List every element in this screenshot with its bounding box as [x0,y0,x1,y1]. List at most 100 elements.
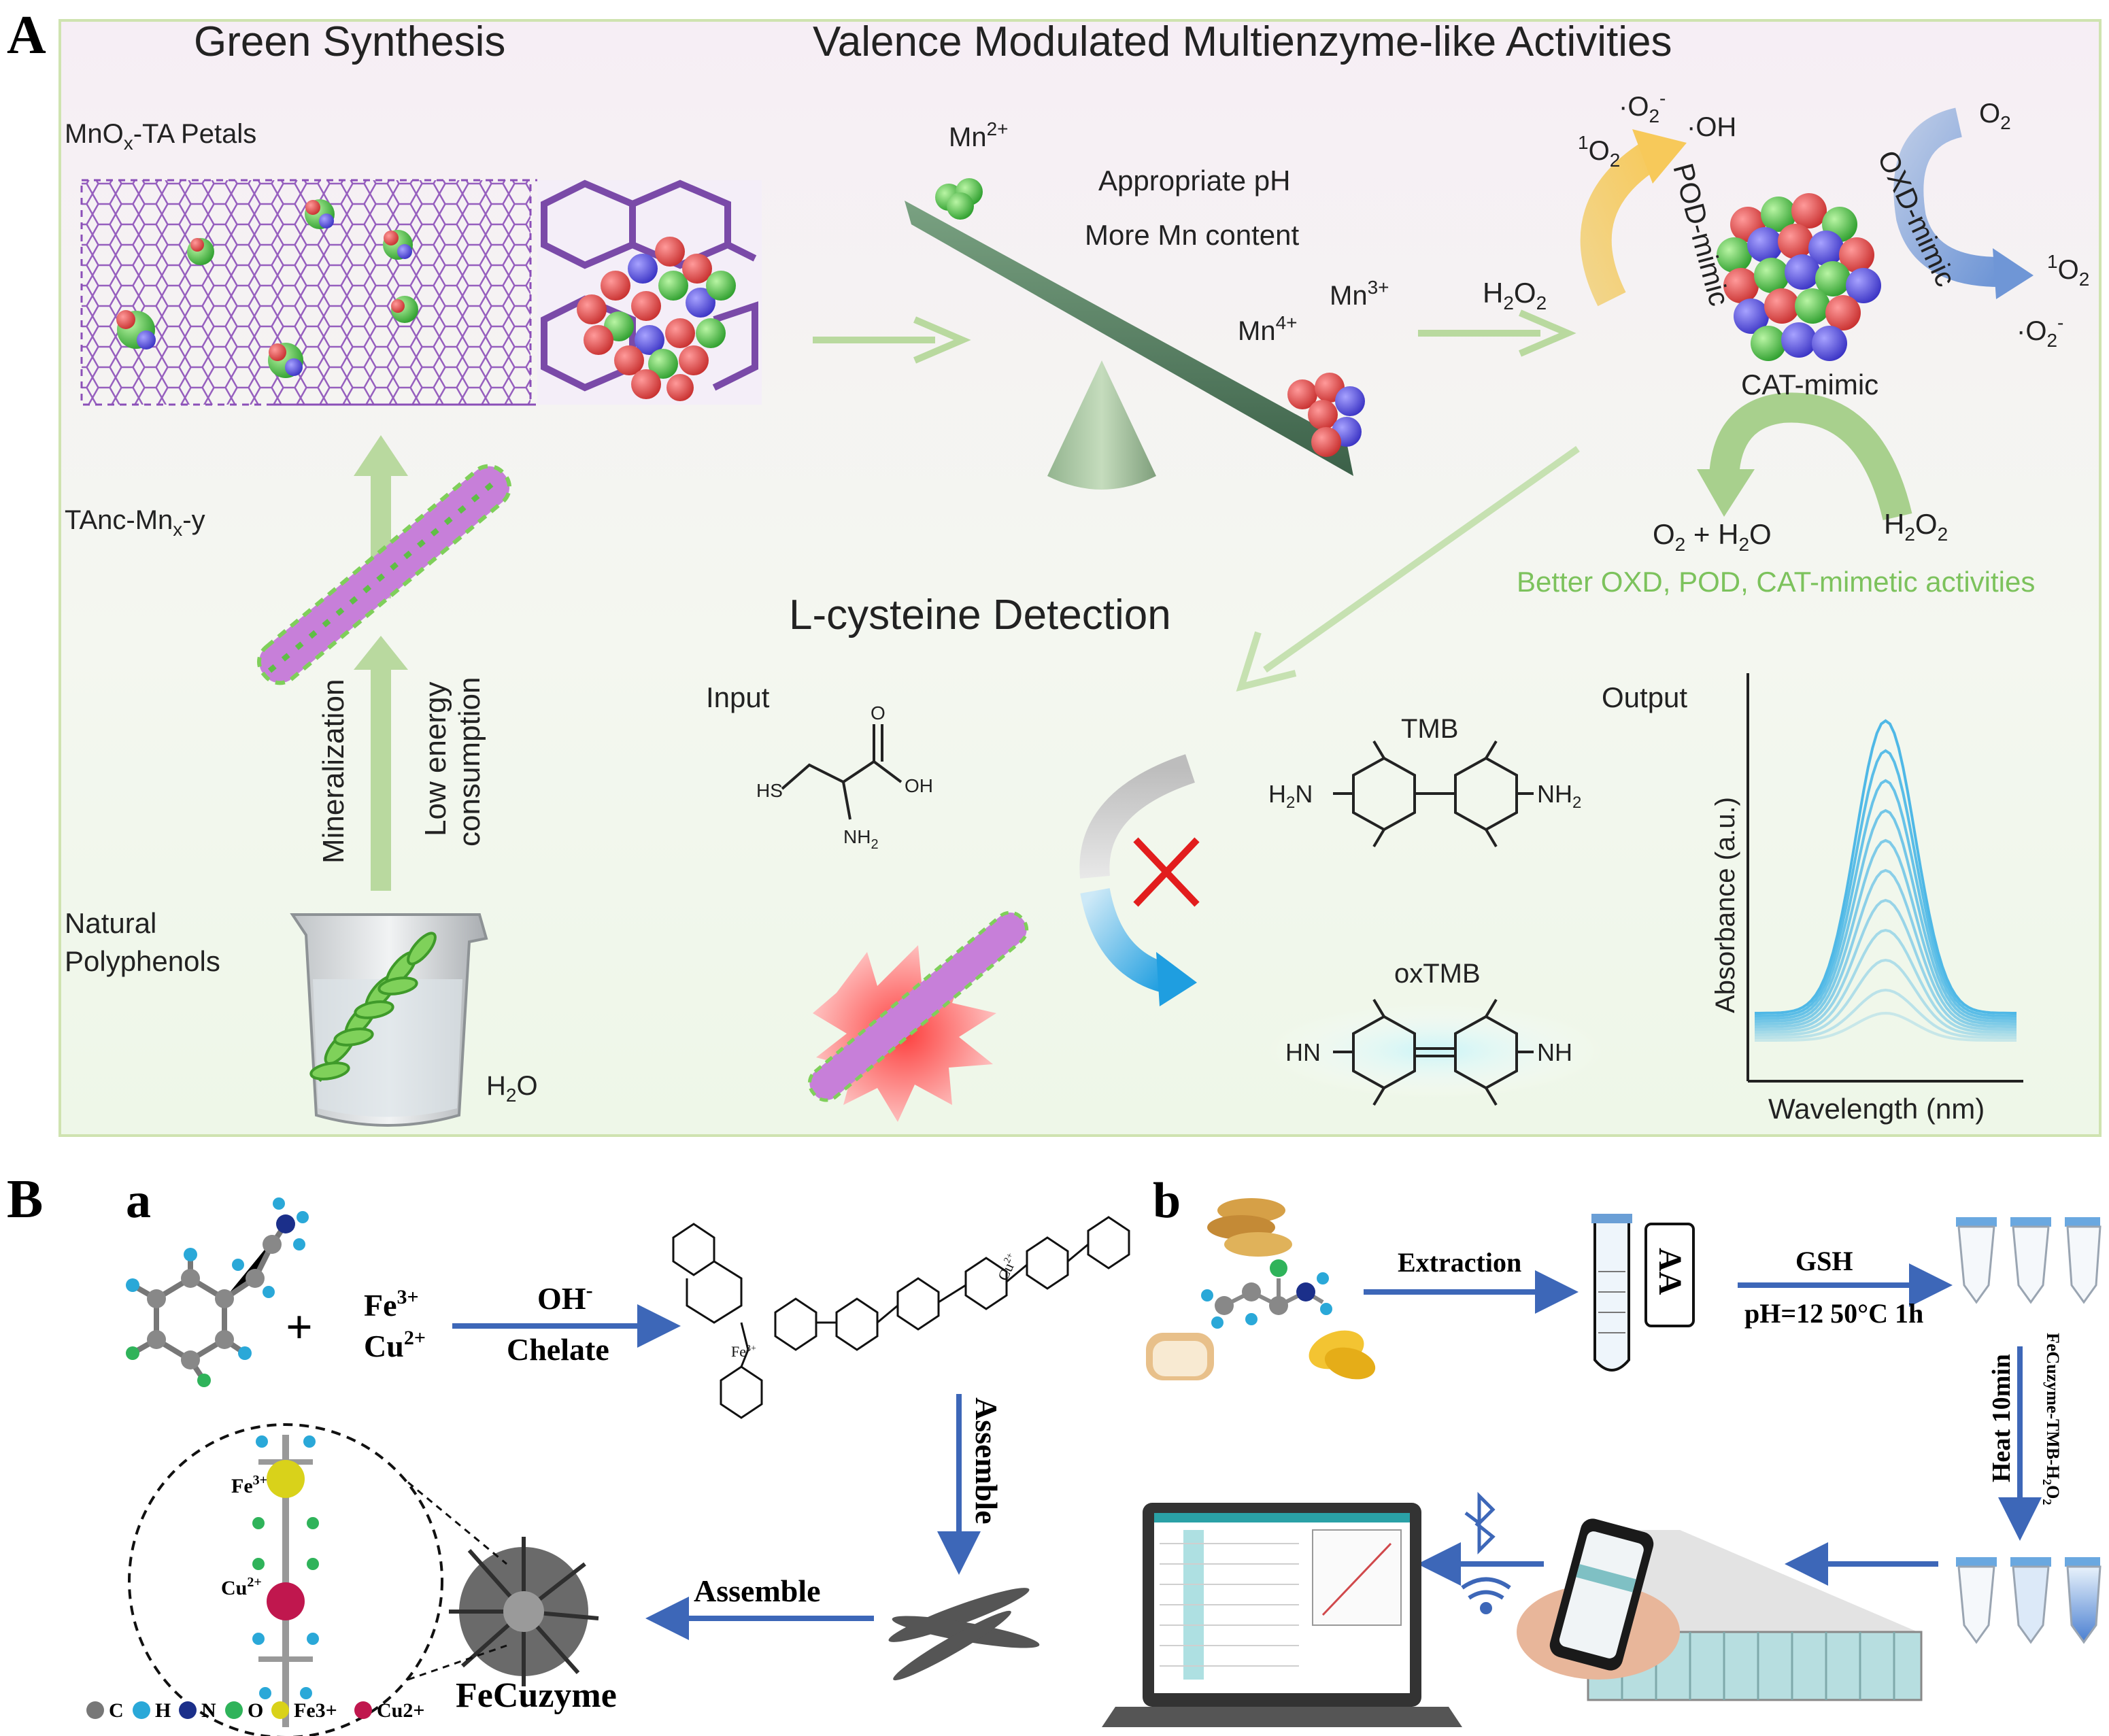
tmb-structure [1333,740,1534,848]
spectrum-curve [1755,898,2017,1031]
spectrum-curve [1755,958,2017,1036]
bluetooth-icon [1464,1491,1496,1555]
o2-h2o-label: O2 + H2O [1653,518,1772,555]
cu2-label: Cu2+ [364,1327,426,1363]
zoomed-cluster [537,180,762,405]
oxtmb-hn: HN [1285,1038,1321,1066]
legend-swatch [179,1701,197,1719]
cat-mimic-label: CAT-mimic [1741,369,1878,401]
legend-swatch [271,1701,289,1719]
lcys-title: L-cysteine Detection [789,592,1171,639]
output-label: Output [1602,681,1687,713]
tanc-rod [256,464,512,685]
zoom-circle [128,1423,443,1736]
cys-o: O [871,702,885,724]
assemble-vertical-label: Assemble [969,1397,1004,1525]
legend-swatch [354,1701,372,1719]
spectrum-curve [1755,838,2017,1025]
enzyme-cluster [1717,193,1881,361]
chips-icon [1309,1330,1376,1380]
oh-minus-label: OH- [537,1279,593,1316]
circle-fe-label: Fe3+ [231,1473,267,1497]
smartphone-icon [1517,1518,1680,1680]
fecuzyme-tmb-label: FeCuzyme-TMB-H2O2 [2040,1333,2063,1505]
burst-rod [807,910,1029,1122]
fecuzyme-label: FeCuzyme [456,1676,617,1715]
wifi-icon [1461,1577,1511,1614]
oxtmb-structure [1333,998,1534,1106]
tubes-top [1956,1217,2102,1304]
fe3-label: Fe3+ [364,1286,419,1323]
singlet-o2-left: 1O2 [1578,132,1620,171]
heat-label: Heat 10min [1987,1354,2016,1482]
complex-chain [252,1435,319,1727]
better-activities: Better OXD, POD, CAT-mimetic activities [1517,566,2035,598]
mineralization-label: Mineralization [317,679,350,864]
cat-arc [1709,392,1912,521]
test-tube [1591,1214,1695,1372]
h2o2-bottom: H2O2 [1884,508,1948,545]
legend-label: N [201,1699,216,1722]
oxtmb-label: oxTMB [1394,959,1481,989]
upgrade-arrow [354,435,408,598]
fecuzyme-flower [449,1537,599,1686]
pod-arc [1580,136,1668,307]
low-energy-label: Low energy [419,682,452,836]
cereal-icon [1207,1198,1292,1257]
spectrum-curve [1755,868,2017,1028]
tmb-h2n: H2N [1268,780,1313,812]
aa-label: AA [1652,1248,1688,1295]
bread-icon [1146,1333,1214,1380]
spectrum-chart [1747,673,2023,1083]
arrow-to-detection [1263,445,1580,673]
appropriate-ph: Appropriate pH [1098,165,1291,197]
needle-crystals [888,1588,1040,1681]
sub-b-label: b [1153,1173,1181,1229]
oxtmb-nh: NH [1537,1038,1572,1066]
legend-label: Fe3+ [294,1699,337,1722]
conditions-label: pH=12 50°C 1h [1744,1298,1923,1329]
input-label: Input [706,681,770,713]
sub-a-label: a [126,1173,151,1229]
spectrum-curve [1755,749,2017,1017]
natural-label: Natural [65,907,156,939]
singlet-o2-right: 1O2 [2047,251,2089,290]
leaf-icon [309,932,437,1083]
absorbance-label: Absorbance (a.u.) [1710,797,1740,1013]
food-images [1146,1198,1376,1380]
tmb-label: TMB [1401,714,1458,744]
nanocluster [116,199,418,378]
assemble-horizontal-label: Assemble [694,1573,821,1608]
mn3-label: Mn3+ [1330,277,1389,311]
tubes-bottom [1956,1557,2102,1644]
tanc-label: TAnc-Mnx-y [65,505,205,540]
laptop-icon [1102,1503,1462,1727]
extraction-label: Extraction [1398,1247,1521,1278]
dopamine-molecule [126,1197,309,1387]
spectrum-curve [1755,1011,2017,1042]
cysteine-structure [781,724,902,820]
petal-sheet [80,179,537,406]
panel-a: A Green Synthesis Valence Modulated Mult… [7,5,2102,1137]
cys-hs: HS [756,780,783,801]
legend-swatch [86,1701,104,1719]
polymer-fe: Fe3+ [731,1343,756,1360]
spectrum-curve [1755,988,2017,1039]
multienzyme-title: Valence Modulated Multienzyme-like Activ… [813,18,1672,65]
cys-oh: OH [905,775,933,796]
seesaw [905,178,1365,490]
legend-label: H [155,1699,171,1722]
legend-label: O [248,1699,263,1722]
panel-b: B a b + Fe3+ Cu2+ OH- Chelate [7,1170,2102,1736]
o2-radical-left: ·O2- [1619,88,1666,126]
grey-arrow [1079,754,1196,879]
panel-a-letter: A [7,5,46,65]
legend-swatch [133,1701,150,1719]
green-synthesis-title: Green Synthesis [194,18,505,65]
legend-swatch [225,1701,243,1719]
spectrum-curve [1755,809,2017,1023]
wavelength-label: Wavelength (nm) [1768,1093,1985,1125]
legend-label: Cu2+ [377,1699,424,1722]
spectrum-curve [1755,928,2017,1034]
